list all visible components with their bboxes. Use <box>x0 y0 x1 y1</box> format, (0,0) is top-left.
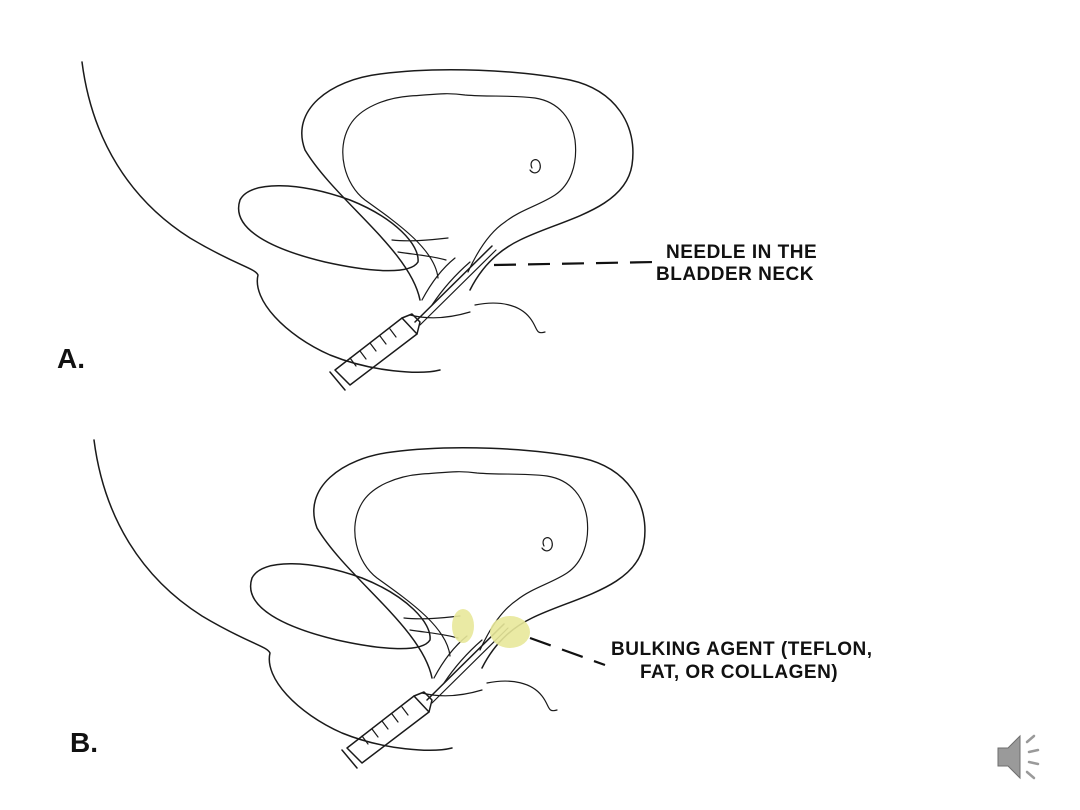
panel-b-callout-line-2: FAT, OR COLLAGEN) <box>640 662 838 683</box>
panel-a: NEEDLE IN THE BLADDER NECK A. <box>57 61 817 391</box>
panel-a-callout-line-2: BLADDER NECK <box>656 264 814 285</box>
panel-a-label: A. <box>57 343 85 374</box>
panel-b-callout-line-1: BULKING AGENT (TEFLON, <box>611 639 873 660</box>
panel-a-leader-line <box>493 260 656 267</box>
panel-b-anatomy <box>93 439 646 769</box>
panel-a-anatomy <box>81 61 634 391</box>
panel-b-label: B. <box>70 727 98 758</box>
panel-b-leader-line <box>529 636 606 667</box>
panel-b: BULKING AGENT (TEFLON, FAT, OR COLLAGEN)… <box>70 439 873 769</box>
bulking-agent-left <box>452 609 474 643</box>
speaker-icon[interactable] <box>997 734 1040 780</box>
panel-a-callout-line-1: NEEDLE IN THE <box>666 242 817 263</box>
bulking-agent-right <box>490 616 530 648</box>
